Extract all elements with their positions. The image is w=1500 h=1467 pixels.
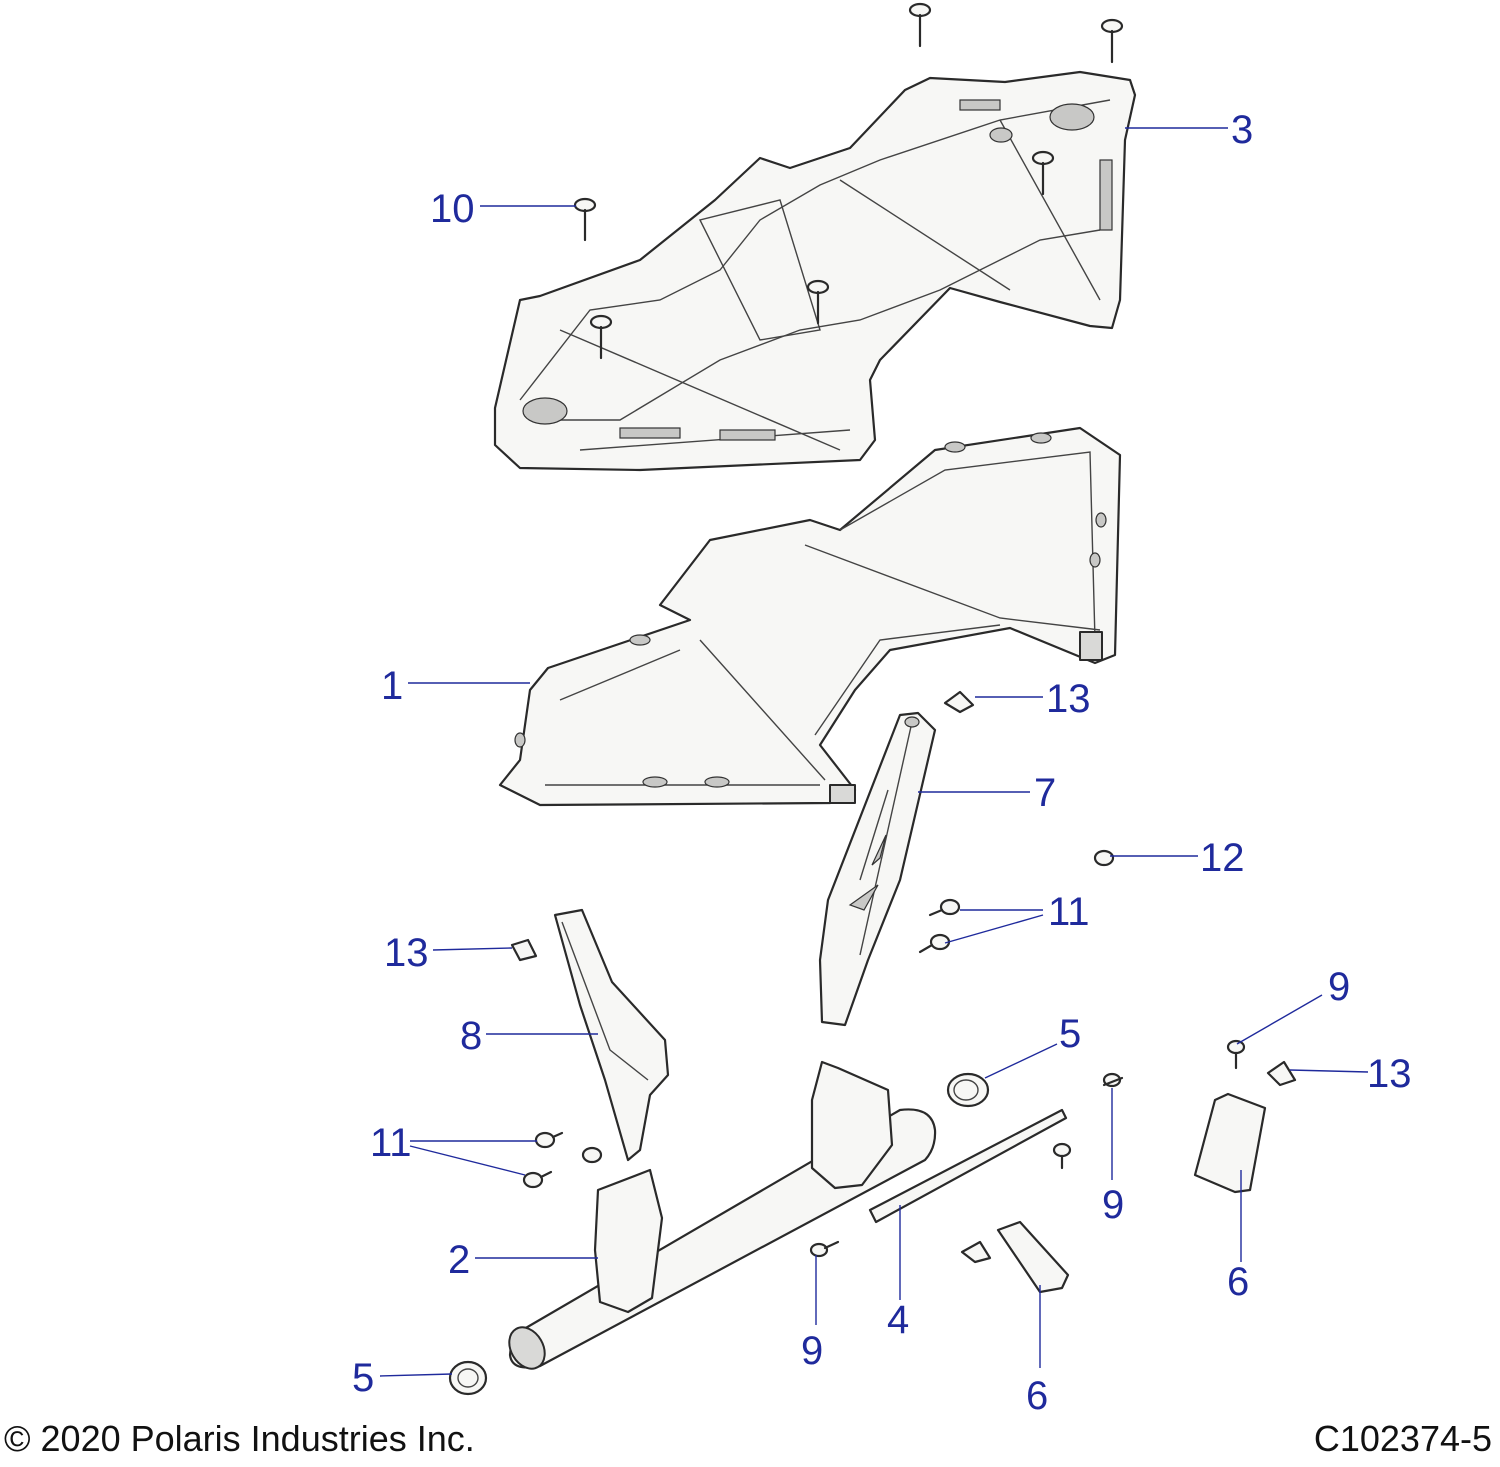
- callout-10: 10: [430, 187, 475, 231]
- clip-13-c: [1266, 1060, 1297, 1087]
- part-bracket-right: [818, 711, 937, 1027]
- callout-11-right: 11: [1048, 890, 1090, 934]
- callout-12: 12: [1200, 836, 1245, 880]
- bolt-11-c: [534, 1131, 564, 1149]
- callout-7: 7: [1034, 771, 1056, 815]
- part-bushings: [448, 1072, 990, 1396]
- leader-lines: [379, 127, 1369, 1377]
- part-bracket-left: [553, 908, 670, 1162]
- callout-5-upper: 5: [1059, 1012, 1081, 1056]
- drawing-number: C102374-5: [1313, 1418, 1492, 1459]
- bolt-9-d: [1052, 1142, 1072, 1170]
- clip-6-right: [1193, 1092, 1267, 1194]
- callout-4: 4: [887, 1298, 909, 1342]
- clip-13-a: [943, 690, 975, 714]
- callout-9-middle: 9: [1102, 1183, 1124, 1227]
- cap-5-upper: [946, 1072, 990, 1108]
- callout-6-right: 6: [1227, 1260, 1249, 1304]
- callout-6-bottom: 6: [1026, 1374, 1048, 1418]
- callout-9-bottom: 9: [801, 1329, 823, 1373]
- part-rack-top: [493, 70, 1137, 472]
- screw-10-e: [806, 279, 830, 325]
- callout-13-right: 13: [1367, 1052, 1412, 1096]
- copyright-text: © 2020 Polaris Industries Inc.: [4, 1418, 475, 1459]
- bolt-11-d: [522, 1170, 553, 1189]
- bolt-11-a: [928, 898, 961, 917]
- part-screws-rack: [573, 2, 1124, 360]
- nut-12-b: [581, 1146, 603, 1164]
- part-crossbar: [508, 1060, 937, 1370]
- callout-1: 1: [381, 664, 403, 708]
- clip-6-lower: [996, 1220, 1070, 1294]
- clip-13-b: [510, 938, 538, 962]
- part-clips: [996, 1092, 1267, 1294]
- screw-10-c: [1100, 18, 1124, 64]
- screw-10-b: [908, 2, 932, 48]
- bolt-9-c: [809, 1240, 840, 1258]
- nut-12: [1093, 849, 1115, 867]
- screw-10-f: [589, 314, 613, 360]
- callout-2: 2: [448, 1238, 470, 1282]
- callout-11-left: 11: [370, 1121, 412, 1165]
- clip-13-d: [960, 1240, 992, 1264]
- callout-9-top-right: 9: [1328, 965, 1350, 1009]
- screw-10-a: [573, 197, 597, 242]
- callout-5-lower: 5: [352, 1356, 374, 1400]
- screw-10-d: [1031, 150, 1055, 196]
- callout-8: 8: [460, 1014, 482, 1058]
- callout-labels: 3 10 1 13 7 12 11 13 9 5 8 13 11 9 2 6 4…: [352, 108, 1412, 1418]
- bolt-9-b: [1102, 1072, 1124, 1088]
- part-tube-frame: [498, 426, 1122, 807]
- callout-13-top: 13: [1046, 677, 1091, 721]
- bolt-9-a: [1226, 1039, 1246, 1070]
- callout-13-left: 13: [384, 931, 429, 975]
- cap-5-lower: [448, 1360, 488, 1396]
- callout-3: 3: [1231, 108, 1253, 152]
- part-rod: [868, 1108, 1068, 1224]
- part-fasteners: [510, 690, 1297, 1264]
- bolt-11-b: [918, 933, 951, 954]
